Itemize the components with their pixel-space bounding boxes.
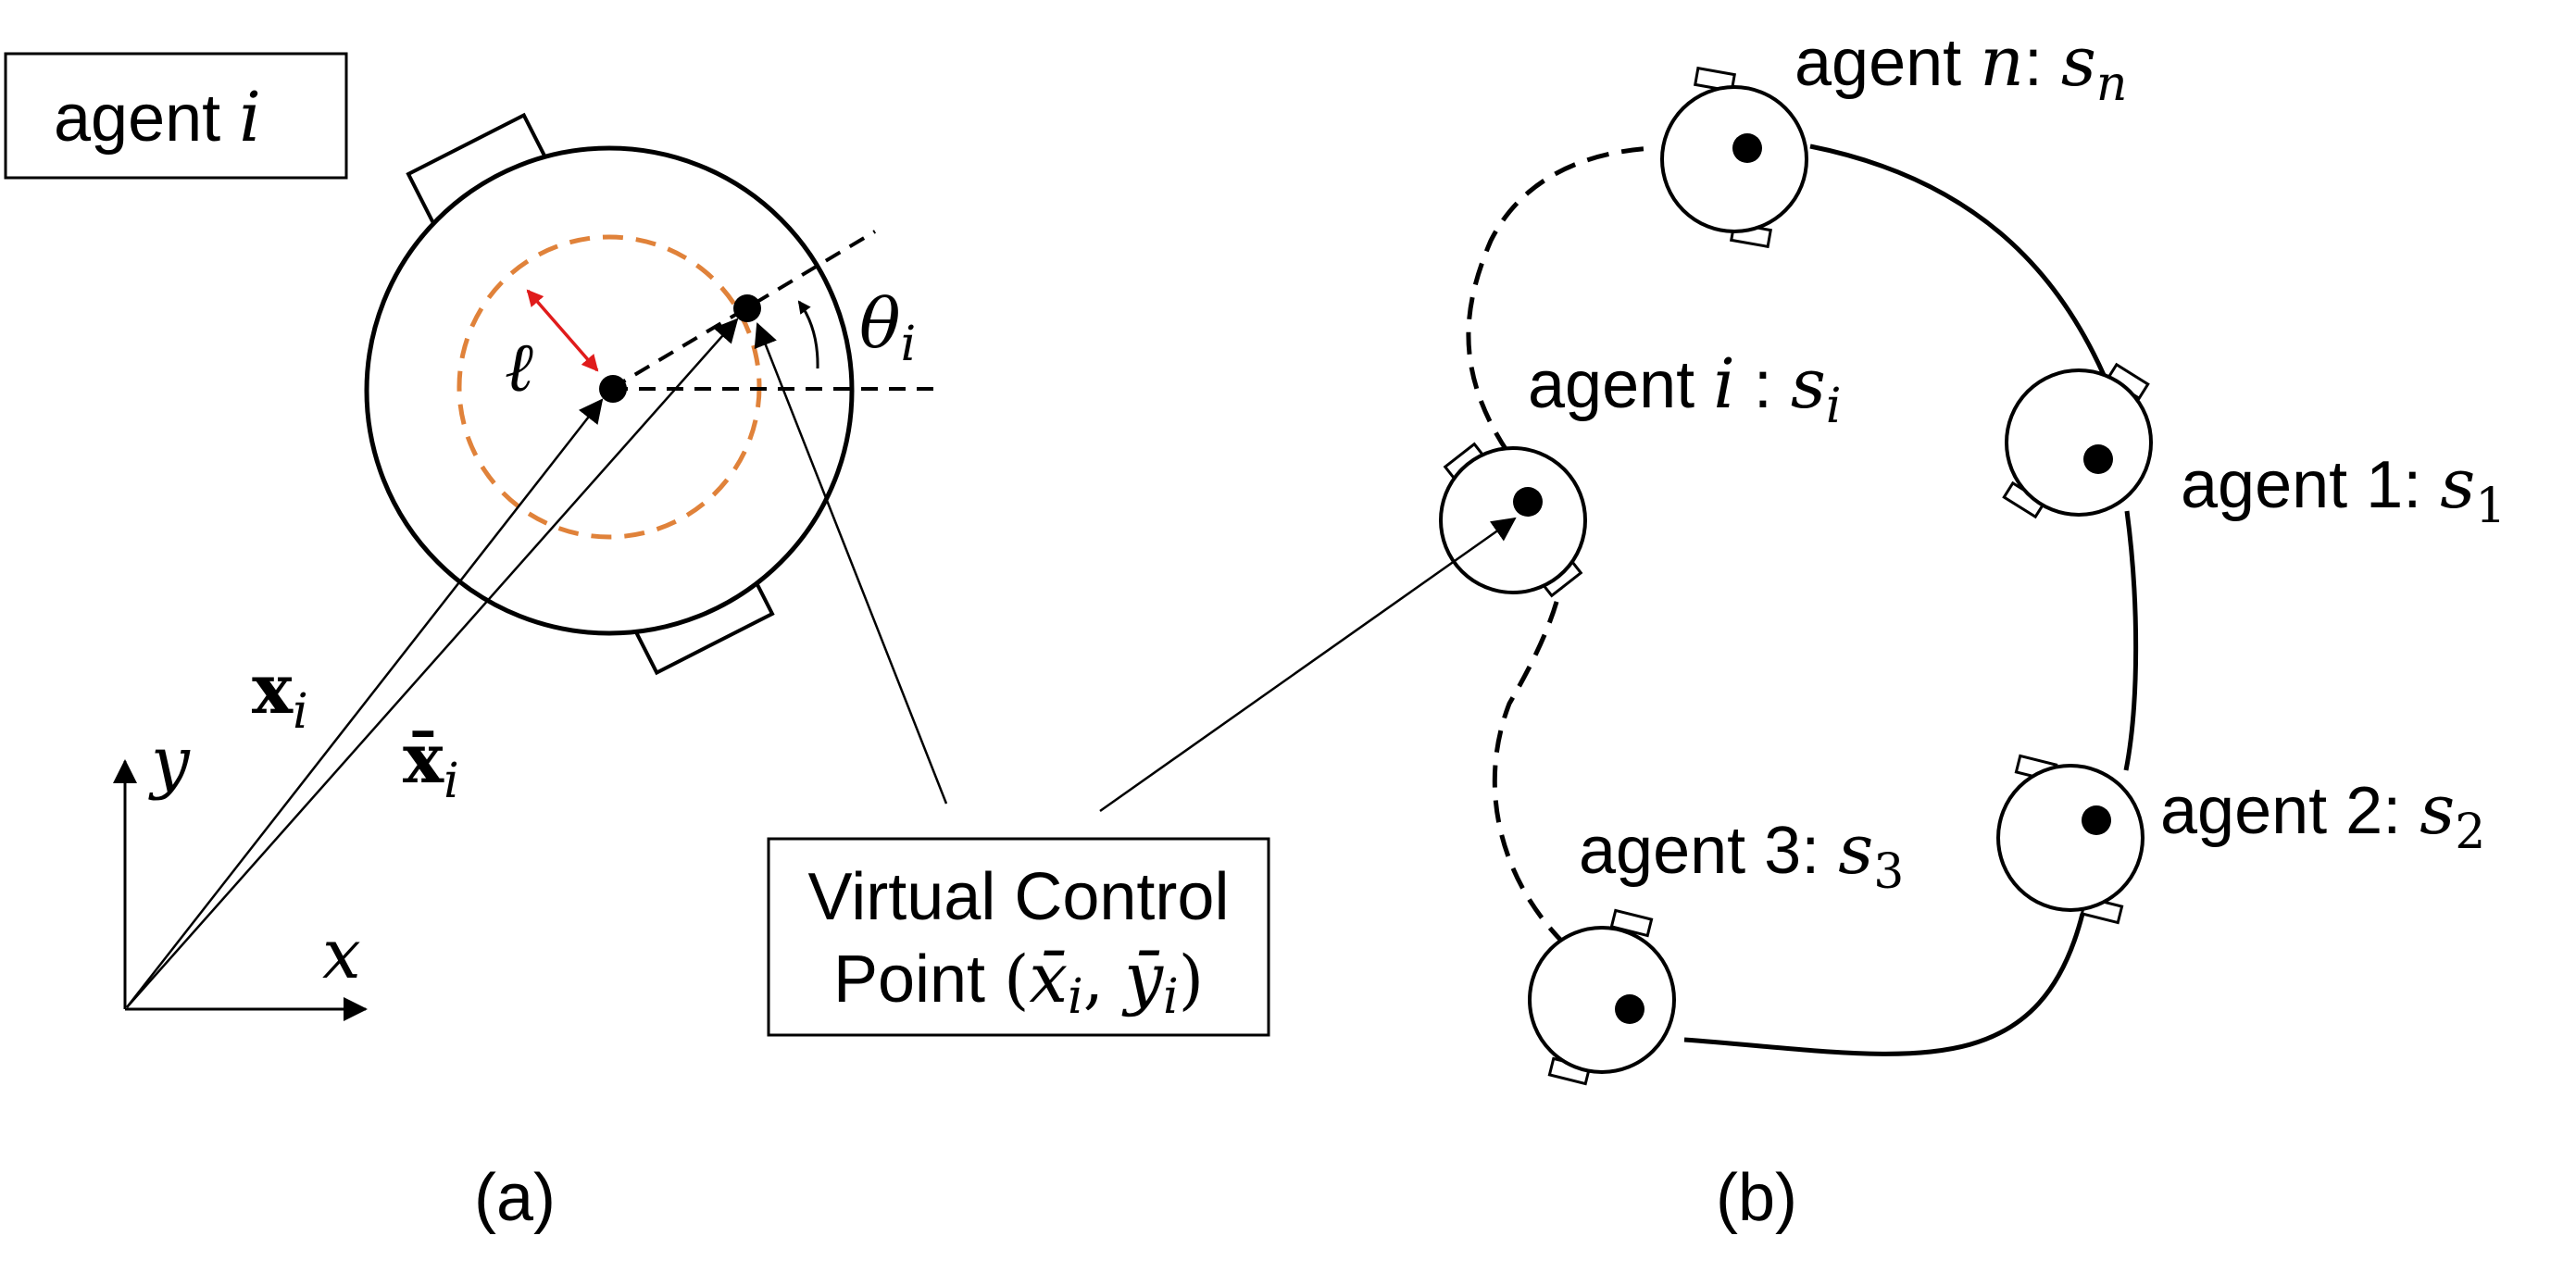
link-n-1 — [1809, 144, 2107, 377]
agent-n-body — [1660, 85, 1808, 233]
panel-a: agent i ℓ θi y x xi x̄i (a) — [4, 52, 948, 1235]
ell-arrow — [526, 289, 599, 372]
agent-i-label: agent i : si — [1528, 344, 1842, 434]
agent-2 — [1996, 754, 2145, 925]
virtual-control-point — [733, 294, 761, 322]
agent-3 — [1528, 908, 1676, 1086]
vcp-callout: Virtual Control Point (x̄i, ȳi) — [767, 837, 1270, 1037]
agent-n-label: agent n: sn — [1794, 22, 2127, 112]
link-1-2 — [2123, 510, 2139, 771]
caption-b: (b) — [1716, 1161, 1797, 1235]
agent-n-wheel-top — [1694, 66, 1736, 94]
agent-i-dot — [1513, 487, 1543, 517]
vcp-pointer-a — [754, 322, 948, 805]
x-axis-label: x — [322, 915, 361, 994]
caption-a: (a) — [474, 1161, 556, 1235]
agent-1-body — [2005, 368, 2153, 517]
y-axis-label: y — [148, 722, 191, 802]
agent-2-label: agent 2: s2 — [2160, 770, 2485, 860]
position-vector — [126, 398, 604, 1008]
agent-1-dot — [2083, 444, 2113, 474]
theta-arc — [797, 300, 819, 369]
agent-n-dot — [1732, 133, 1762, 163]
link-i-n-dashed — [1466, 145, 1654, 454]
agent-3-body — [1528, 926, 1676, 1074]
vcp-line1: Virtual Control — [808, 860, 1230, 934]
ell-label: ℓ — [505, 328, 533, 407]
position-vector-label: xi — [252, 650, 308, 740]
robot-center-point — [599, 375, 627, 403]
agent-n — [1660, 66, 1808, 249]
agent-2-dot — [2082, 805, 2111, 835]
vcp-line2: Point (x̄i, ȳi) — [833, 939, 1204, 1025]
panel-b: agent n: sn agent i : si agent 1: s1 age… — [1099, 22, 2506, 1235]
link-2-3 — [1683, 913, 2085, 1056]
agent-2-body — [1996, 764, 2145, 912]
agent-label: agent i — [54, 78, 261, 157]
agent-3-dot — [1615, 994, 1644, 1024]
agent-3-wheel-top — [1609, 908, 1654, 938]
agent-1-label: agent 1: s1 — [2181, 444, 2506, 534]
vcp-pointer-b — [1099, 517, 1517, 813]
agent-label-box — [4, 52, 348, 180]
theta-label: θi — [859, 284, 916, 372]
control-vector-label: x̄i — [403, 719, 459, 809]
agent-3-label: agent 3: s3 — [1579, 810, 1904, 900]
vcp-box — [767, 837, 1270, 1037]
link-3-i-dashed — [1492, 582, 1567, 946]
control-point-vector — [126, 318, 739, 1008]
agent-1 — [2002, 362, 2153, 519]
